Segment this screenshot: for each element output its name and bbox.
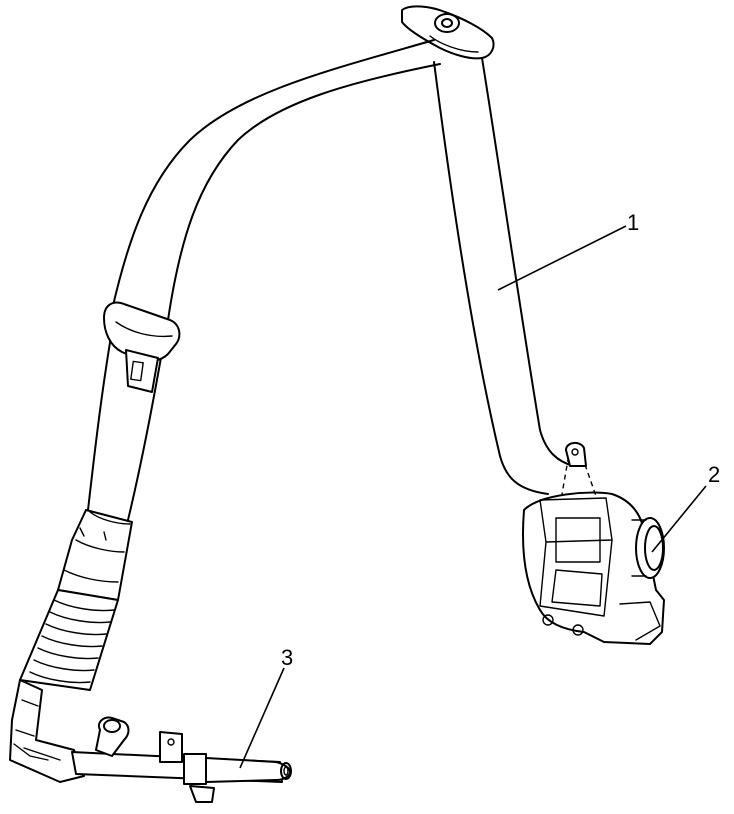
callout-label-3: 3 (281, 645, 293, 670)
callout-label-1: 1 (627, 210, 639, 235)
retractor-lock-cap (631, 517, 665, 579)
callout-1: 1 (497, 210, 639, 291)
webbing-guide-clip (103, 301, 181, 393)
callout-2: 2 (651, 462, 720, 553)
belt-webbing-right (433, 57, 575, 495)
callout-label-2: 2 (708, 462, 720, 487)
upper-anchor (401, 5, 495, 60)
callout-3: 3 (239, 645, 293, 769)
lower-sleeve (57, 509, 133, 601)
pretensioner-tube (71, 716, 292, 803)
bellows-boot (19, 589, 119, 691)
belt-webbing-left (87, 39, 441, 521)
anchor-bracket (9, 679, 85, 783)
retractor (521, 442, 665, 645)
